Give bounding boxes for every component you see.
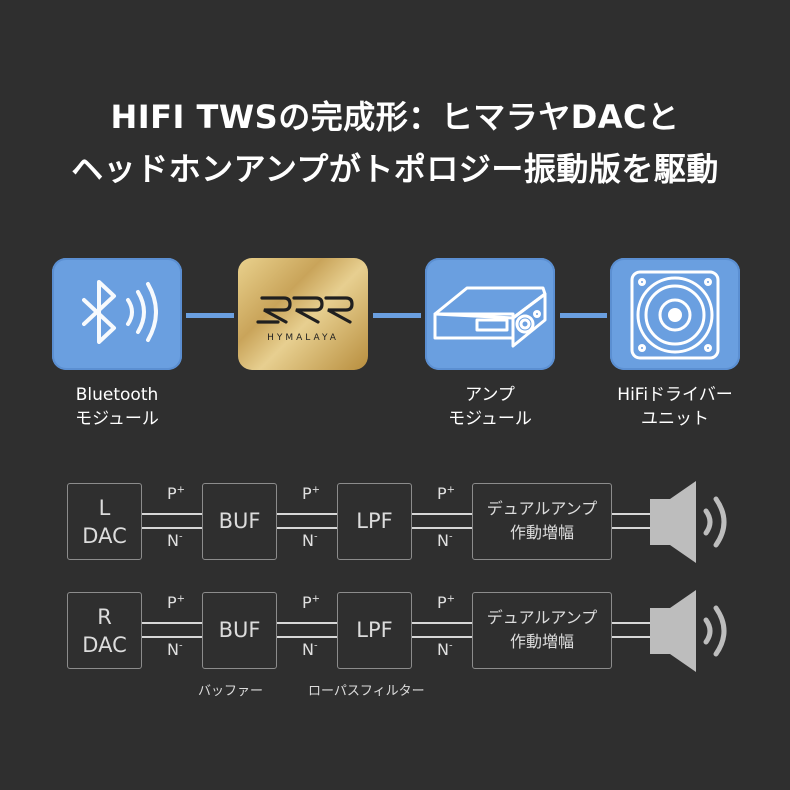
chain-connector-2 bbox=[373, 313, 421, 318]
dac-box: R DAC bbox=[67, 592, 142, 669]
amp-label-line-1: アンプ bbox=[465, 385, 515, 405]
amp-module-label: アンプ モジュール bbox=[395, 383, 585, 431]
p-letter: P bbox=[167, 593, 177, 612]
plus-sign: + bbox=[176, 484, 186, 496]
title-line-1: HIFI TWSの完成形：ヒマラヤDACと bbox=[110, 98, 680, 136]
minus-sign: - bbox=[178, 640, 183, 652]
dac-chip-logo: HYMALAYA bbox=[256, 296, 354, 343]
bluetooth-label-line-1: Bluetooth bbox=[75, 385, 159, 405]
amp-label-line-2: 作動増幅 bbox=[509, 632, 574, 651]
n-minus-label: N- bbox=[437, 531, 453, 550]
amp-label-line-2: 作動増幅 bbox=[509, 523, 574, 542]
plus-sign: + bbox=[446, 593, 456, 605]
n-minus-label: N- bbox=[167, 531, 183, 550]
negative-wire bbox=[142, 636, 202, 638]
n-minus-label: N- bbox=[437, 640, 453, 659]
minus-sign: - bbox=[313, 531, 318, 543]
dac-channel-letter: L bbox=[98, 496, 111, 520]
positive-wire bbox=[277, 622, 337, 624]
lowpass-caption: ローパスフィルター bbox=[308, 684, 425, 699]
bluetooth-module-tile bbox=[52, 258, 182, 370]
dual-amp-box: デュアルアンプ作動増幅 bbox=[472, 483, 612, 560]
p-letter: P bbox=[437, 484, 447, 503]
buf-box: BUF bbox=[202, 483, 277, 560]
amp-label-line-1: デュアルアンプ bbox=[486, 499, 598, 518]
amplifier-icon bbox=[433, 286, 547, 348]
amp-module-tile bbox=[425, 258, 555, 370]
bluetooth-module-label: Bluetooth モジュール bbox=[22, 383, 212, 431]
minus-sign: - bbox=[178, 531, 183, 543]
positive-wire bbox=[277, 513, 337, 515]
amp-label-line-2: モジュール bbox=[448, 409, 532, 429]
positive-wire bbox=[142, 513, 202, 515]
positive-wire bbox=[412, 622, 472, 624]
p-plus-label: P+ bbox=[437, 593, 455, 612]
plus-sign: + bbox=[311, 593, 321, 605]
title-line-2: ヘッドホンアンプがトポロジー振動版を駆動 bbox=[71, 150, 719, 188]
negative-wire bbox=[612, 527, 650, 529]
lpf-box: LPF bbox=[337, 483, 412, 560]
speaker-icon bbox=[650, 590, 727, 672]
p-letter: P bbox=[302, 484, 312, 503]
dac-label: DAC bbox=[82, 524, 127, 548]
n-letter: N bbox=[167, 531, 179, 550]
p-letter: P bbox=[167, 484, 177, 503]
negative-wire bbox=[277, 636, 337, 638]
lpf-box: LPF bbox=[337, 592, 412, 669]
n-letter: N bbox=[302, 531, 314, 550]
lpf-label: LPF bbox=[356, 509, 393, 533]
chain-connector-1 bbox=[186, 313, 234, 318]
n-letter: N bbox=[437, 531, 449, 550]
plus-sign: + bbox=[446, 484, 456, 496]
bluetooth-label-line-2: モジュール bbox=[75, 409, 159, 429]
minus-sign: - bbox=[313, 640, 318, 652]
positive-wire bbox=[142, 622, 202, 624]
positive-wire bbox=[612, 513, 650, 515]
buf-label: BUF bbox=[218, 509, 261, 533]
minus-sign: - bbox=[448, 531, 453, 543]
n-minus-label: N- bbox=[302, 531, 318, 550]
p-plus-label: P+ bbox=[437, 484, 455, 503]
negative-wire bbox=[142, 527, 202, 529]
n-minus-label: N- bbox=[167, 640, 183, 659]
n-minus-label: N- bbox=[302, 640, 318, 659]
p-letter: P bbox=[302, 593, 312, 612]
speaker-icon bbox=[650, 481, 727, 563]
plus-sign: + bbox=[311, 484, 321, 496]
positive-wire bbox=[412, 513, 472, 515]
chain-connector-3 bbox=[560, 313, 607, 318]
p-letter: P bbox=[437, 593, 447, 612]
dac-label: DAC bbox=[82, 633, 127, 657]
plus-sign: + bbox=[176, 593, 186, 605]
p-plus-label: P+ bbox=[302, 484, 320, 503]
dac-channel-letter: R bbox=[97, 605, 112, 629]
lpf-label: LPF bbox=[356, 618, 393, 642]
minus-sign: - bbox=[448, 640, 453, 652]
p-plus-label: P+ bbox=[167, 593, 185, 612]
hymalaya-dac-tile: HYMALAYA bbox=[238, 258, 368, 370]
n-letter: N bbox=[437, 640, 449, 659]
negative-wire bbox=[612, 636, 650, 638]
dac-logo-text: HYMALAYA bbox=[267, 333, 339, 343]
hifi-driver-label: HiFiドライバー ユニット bbox=[580, 383, 770, 431]
dac-box: L DAC bbox=[67, 483, 142, 560]
negative-wire bbox=[412, 636, 472, 638]
driver-label-line-2: ユニット bbox=[641, 409, 709, 429]
buffer-caption: バッファー bbox=[198, 684, 264, 699]
buf-label: BUF bbox=[218, 618, 261, 642]
dual-amp-box: デュアルアンプ作動増幅 bbox=[472, 592, 612, 669]
hifi-driver-tile bbox=[610, 258, 740, 370]
positive-wire bbox=[612, 622, 650, 624]
negative-wire bbox=[412, 527, 472, 529]
p-plus-label: P+ bbox=[302, 593, 320, 612]
n-letter: N bbox=[167, 640, 179, 659]
bluetooth-icon bbox=[82, 280, 158, 344]
amp-label-line-1: デュアルアンプ bbox=[486, 608, 598, 627]
driver-label-line-1: HiFiドライバー bbox=[617, 385, 733, 405]
buf-box: BUF bbox=[202, 592, 277, 669]
speaker-driver-icon bbox=[630, 270, 720, 360]
negative-wire bbox=[277, 527, 337, 529]
p-plus-label: P+ bbox=[167, 484, 185, 503]
n-letter: N bbox=[302, 640, 314, 659]
